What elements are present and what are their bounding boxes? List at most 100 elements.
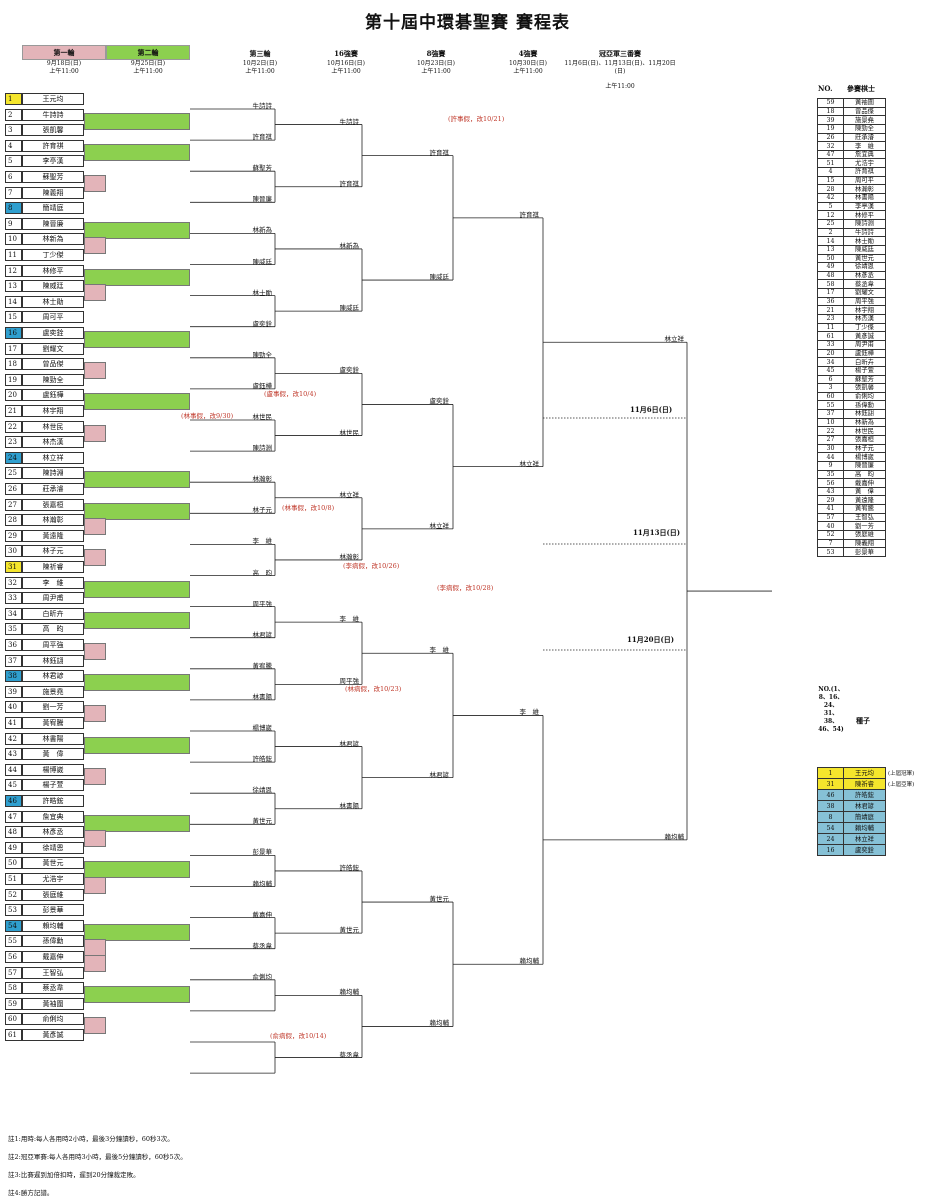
registration-name: 林宇翔 [843, 305, 886, 315]
player-name: 蔡丞韋 [22, 982, 84, 995]
round2-match [84, 814, 190, 832]
player-number: 33 [5, 592, 22, 605]
player-number: 16 [5, 327, 22, 339]
player-number: 28 [5, 514, 22, 527]
registration-name: 周平強 [843, 296, 886, 307]
player-number: 41 [5, 717, 22, 729]
registration-name: 黃遠隆 [843, 495, 886, 506]
registration-name: 楊子萱 [843, 365, 886, 376]
player-name: 徐靖恩 [22, 841, 84, 854]
player-name: 陳威廷 [22, 280, 84, 293]
registration-no: 4 [817, 167, 844, 177]
round1-match [84, 1017, 106, 1035]
seed-name: 王元均 [843, 767, 886, 779]
winner-name: 陳威廷 [429, 273, 450, 282]
player-number: 60 [5, 1013, 22, 1026]
seed-name: 林君諺 [843, 800, 886, 812]
player-number: 12 [5, 264, 22, 277]
registration-no: 22 [817, 426, 844, 436]
player-name: 林鈺翃 [22, 654, 84, 667]
player-number: 10 [5, 233, 22, 246]
registration-no: 41 [817, 504, 844, 514]
player-name: 周平強 [22, 639, 84, 651]
registration-name: 李 維 [843, 141, 886, 151]
player-name: 陳詩淵 [22, 467, 84, 480]
winner-name: 林子元 [252, 506, 273, 515]
winner-name: 林立祥 [519, 459, 540, 468]
registration-no: 6 [817, 374, 844, 385]
winner-name: 陳勁全 [252, 350, 273, 359]
player-name: 王元均 [22, 93, 84, 105]
seed-no: 54 [817, 822, 844, 834]
player-name: 周尹甫 [22, 592, 84, 605]
registration-no: 50 [817, 253, 844, 264]
registration-name: 林士勛 [843, 236, 886, 246]
winner-name: 黃世元 [252, 817, 273, 826]
player-name: 黃袖圍 [22, 997, 84, 1010]
registration-header-no: NO. [818, 84, 833, 93]
player-name: 彭景華 [22, 904, 84, 917]
winner-name: 許皓鋐 [339, 863, 360, 872]
player-name: 王智弘 [22, 966, 84, 979]
registration-name: 李亭漢 [843, 201, 886, 212]
seed-name: 陳祈睿 [843, 778, 886, 790]
note-1: (許事假，改10/21) [448, 115, 505, 123]
seed-no: 38 [817, 800, 844, 812]
player-number: 29 [5, 529, 22, 542]
player-number: 34 [5, 607, 22, 620]
registration-name: 張凱馨 [843, 383, 886, 393]
registration-name: 林修平 [843, 210, 886, 220]
winner-name: 蔡丞韋 [339, 1050, 360, 1059]
registration-name: 丁少傑 [843, 322, 886, 333]
note-7: (林病假，改10/23) [345, 685, 402, 693]
footnote-2: 註2:冠亞軍賽:每人各用時3小時，最後5分鐘讀秒，60秒5次。 [8, 1153, 187, 1161]
round1-match [84, 284, 106, 302]
registration-no: 53 [817, 547, 844, 557]
player-number: 20 [5, 389, 22, 402]
player-number: 4 [5, 139, 22, 152]
player-number: 18 [5, 358, 22, 371]
player-name: 林宇翔 [22, 405, 84, 417]
player-number: 5 [5, 155, 22, 168]
winner-name: 林士勛 [252, 288, 273, 297]
round3-header: 第三輪 [249, 49, 271, 58]
player-number: 14 [5, 295, 22, 308]
winner-name: 林立祥 [664, 335, 685, 344]
registration-no: 37 [817, 409, 844, 419]
player-number: 47 [5, 810, 22, 823]
round1-match [84, 175, 106, 192]
player-name: 張嘉桓 [22, 498, 84, 511]
round1-date: 9月18日(日)上午11:00 [46, 60, 82, 75]
registration-name: 林鈺翃 [843, 409, 886, 419]
registration-name: 白昕卉 [843, 357, 886, 367]
seed-name: 林立祥 [843, 833, 886, 845]
winner-name: 林新為 [252, 226, 273, 235]
player-number: 2 [5, 108, 22, 121]
note-5: (李病假，改10/26) [343, 562, 400, 570]
player-name: 牛詩詩 [22, 108, 84, 121]
registration-name: 戴嘉伸 [843, 478, 886, 488]
player-name: 黃彥誠 [22, 1029, 84, 1041]
final-date: 11月6日(日)、11月13日(日)、11月20日(日)上午11:00 [564, 60, 676, 90]
